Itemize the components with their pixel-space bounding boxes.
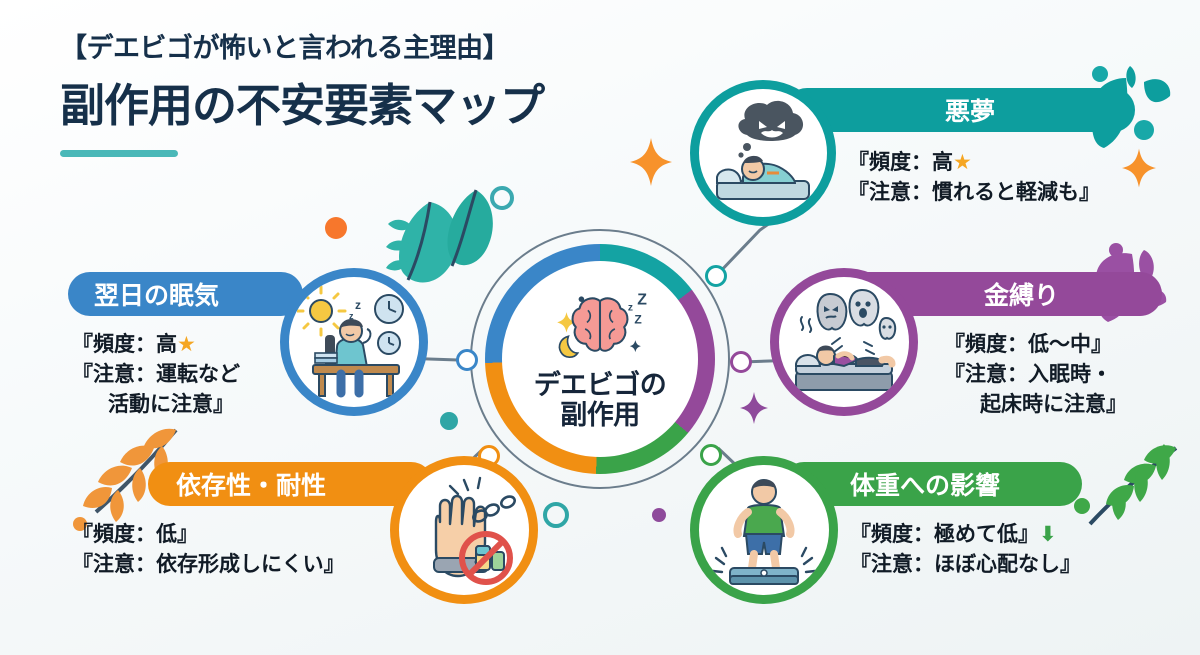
star-badge: ★ — [953, 151, 972, 174]
card-daytime-sleepiness-title-pill: 翌日の眠気 — [68, 272, 303, 316]
hub-node-sleep-paralysis[interactable] — [730, 351, 752, 373]
card-sleep-paralysis-line-1: 『頻度：低〜中』 — [944, 333, 1112, 356]
card-daytime-sleepiness-line-3: 活動に注意』 — [108, 392, 234, 416]
card-nightmare-lines: 『頻度：高★ 『注意：慣れると軽減も』 — [848, 148, 1100, 208]
sparkle-orange-icon — [630, 138, 672, 186]
card-nightmare[interactable]: 悪夢 『頻度：高★ 『注意：慣れると軽減も』 — [690, 80, 1160, 240]
circle-outline-teal-2 — [543, 502, 569, 528]
title-underline-rule — [60, 150, 178, 157]
hub-node-nightmare[interactable] — [705, 265, 727, 287]
card-sleep-paralysis-title: 金縛り — [984, 282, 1060, 310]
card-nightmare-line-2: 『注意：慣れると軽減も』 — [848, 180, 1100, 204]
dot-orange — [325, 217, 347, 239]
central-hub: Z z Z デエビゴの 副作用 — [456, 229, 752, 489]
svg-text:z: z — [349, 311, 354, 321]
card-weight-impact-lines: 『頻度：極めて低』⬇ 『注意：ほぼ心配なし』 — [850, 520, 1081, 580]
hub-inner-disc: Z z Z デエビゴの 副作用 — [502, 261, 698, 457]
card-daytime-sleepiness-line-2: 『注意：運転など — [72, 362, 240, 386]
hub-label-line1: デエビゴの — [533, 369, 667, 400]
card-daytime-sleepiness-line-1: 『頻度：高★ — [72, 333, 196, 356]
card-dependence-tolerance-lines: 『頻度：低』 『注意：依存形成しにくい』 — [72, 520, 345, 580]
card-weight-impact-title: 体重への影響 — [850, 472, 1001, 500]
star-badge: ★ — [177, 333, 196, 356]
tired-office-worker-icon: z z — [297, 285, 404, 398]
card-dependence-tolerance-line-1: 『頻度：低』 — [72, 523, 198, 546]
svg-text:z: z — [628, 302, 633, 313]
hub-node-weight[interactable] — [700, 444, 722, 466]
sparkle-purple-icon — [740, 392, 768, 424]
card-sleep-paralysis-lines: 『頻度：低〜中』 『注意：入眠時・ 起床時に注意』 — [944, 330, 1127, 419]
sleep-paralysis-ghost-icon — [795, 288, 897, 391]
brain-sleep-icon: Z z Z — [557, 292, 647, 358]
card-nightmare-bubble — [690, 80, 836, 226]
card-nightmare-title-pill: 悪夢 — [785, 88, 1135, 132]
svg-text:Z: Z — [634, 312, 642, 326]
hand-broken-chain-no-pill-icon — [433, 476, 516, 585]
sleeping-person-nightmare-icon — [716, 100, 810, 200]
dot-purple — [652, 508, 666, 522]
card-dependence-tolerance-title-pill: 依存性・耐性 — [148, 462, 433, 506]
card-weight-impact-bubble — [690, 456, 838, 604]
header-kicker: 【デエビゴが怖いと言われる主理由】 — [60, 33, 510, 63]
card-daytime-sleepiness[interactable]: 翌日の眠気 z z — [68, 268, 468, 442]
card-dependence-tolerance-line-2: 『注意：依存形成しにくい』 — [72, 552, 345, 576]
card-weight-impact[interactable]: 体重への影響 『頻度：極めて低』⬇ 『 — [690, 456, 1110, 622]
page-header: 【デエビゴが怖いと言われる主理由】 副作用の不安要素マップ — [60, 26, 545, 157]
person-on-scale-icon — [711, 479, 817, 585]
hub-node-sleepiness[interactable] — [456, 349, 478, 371]
card-daytime-sleepiness-bubble: z z — [280, 268, 428, 416]
card-weight-impact-title-pill: 体重への影響 — [782, 462, 1082, 506]
svg-text:Z: Z — [637, 292, 647, 309]
svg-text:z: z — [355, 298, 361, 312]
hub-label: デエビゴの 副作用 — [534, 370, 667, 430]
card-weight-impact-line-1: 『頻度：極めて低』⬇ — [850, 523, 1057, 546]
arrow-down-badge: ⬇ — [1039, 523, 1057, 546]
card-sleep-paralysis-line-3: 起床時に注意』 — [980, 392, 1127, 416]
card-daytime-sleepiness-lines: 『頻度：高★ 『注意：運転など 活動に注意』 — [72, 330, 240, 419]
card-sleep-paralysis[interactable]: 金縛り — [770, 268, 1170, 442]
circle-outline-teal — [490, 186, 514, 210]
card-dependence-tolerance-bubble — [390, 456, 538, 604]
hub-label-line2: 副作用 — [560, 400, 640, 430]
card-dependence-tolerance[interactable]: 依存性・耐性 『頻度：低』 『 — [68, 456, 538, 622]
card-daytime-sleepiness-title: 翌日の眠気 — [94, 282, 220, 310]
card-weight-impact-line-2: 『注意：ほぼ心配なし』 — [850, 552, 1081, 576]
card-dependence-tolerance-title: 依存性・耐性 — [176, 472, 327, 500]
card-nightmare-line-1: 『頻度：高★ — [848, 151, 972, 174]
card-nightmare-title: 悪夢 — [945, 98, 996, 126]
page-title: 副作用の不安要素マップ — [60, 80, 545, 131]
card-sleep-paralysis-line-2: 『注意：入眠時・ — [944, 362, 1112, 386]
card-sleep-paralysis-bubble — [770, 268, 918, 416]
